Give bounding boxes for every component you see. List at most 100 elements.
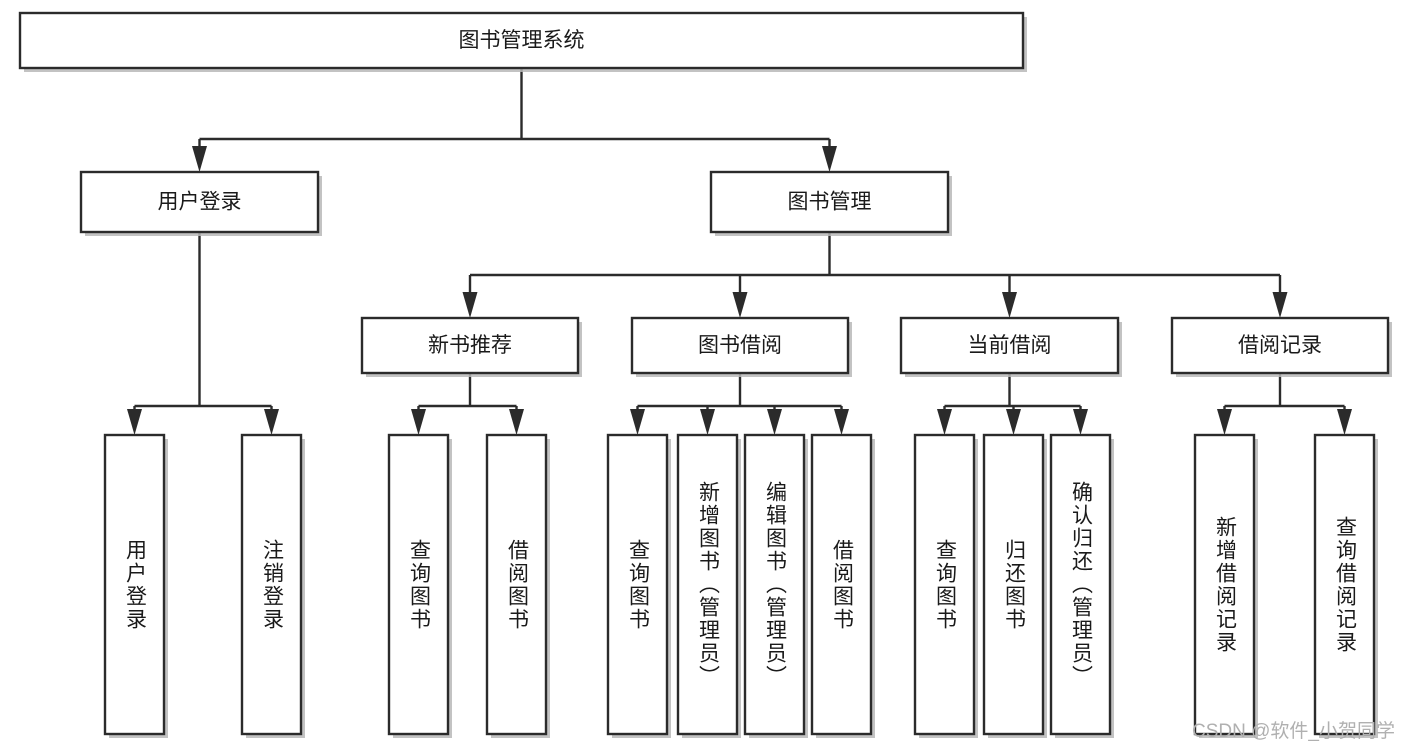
arrow-head-icon	[1337, 409, 1352, 435]
node-leaf-query-book-b[interactable]	[606, 433, 671, 738]
node-leaf-return-book[interactable]	[982, 433, 1047, 738]
node-label: 查询图书	[626, 538, 650, 631]
node-box[interactable]	[240, 433, 303, 736]
node-box[interactable]	[1170, 316, 1390, 375]
edge-group	[411, 373, 524, 435]
node-box[interactable]	[899, 316, 1120, 375]
arrow-head-icon	[1073, 409, 1088, 435]
node-label: 查询图书	[407, 538, 431, 631]
node-leaf-add-book[interactable]	[676, 433, 741, 738]
arrow-head-icon	[1006, 409, 1021, 435]
node-leaf-borrow-book-new[interactable]	[485, 433, 550, 738]
node-box[interactable]	[79, 170, 320, 234]
node-label: 图书管理系统	[459, 29, 585, 52]
node-label: 借阅记录	[1238, 334, 1322, 357]
node-label: 用户登录	[123, 538, 147, 631]
node-label: 用户登录	[158, 191, 242, 214]
node-box[interactable]	[630, 316, 850, 375]
node-label: 当前借阅	[968, 334, 1052, 357]
node-root[interactable]: 图书管理系统	[18, 11, 1027, 72]
node-box[interactable]	[360, 316, 580, 375]
node-leaf-user-login[interactable]	[103, 433, 168, 738]
arrow-head-icon	[264, 409, 279, 435]
node-label-vertical-wrap: 编辑图书（管理员）	[745, 435, 804, 734]
node-label: 编辑图书（管理员）	[763, 481, 787, 688]
arrow-head-icon	[1217, 409, 1232, 435]
node-label-vertical-wrap: 借阅图书	[812, 435, 871, 734]
node-newbook[interactable]: 新书推荐	[360, 316, 582, 377]
node-leaf-query-book-c[interactable]	[913, 433, 978, 738]
node-bookmgmt[interactable]: 图书管理	[709, 170, 952, 236]
arrow-head-icon	[834, 409, 849, 435]
node-borrow[interactable]: 图书借阅	[630, 316, 852, 377]
node-box[interactable]	[606, 433, 669, 736]
node-label: 借阅图书	[505, 538, 529, 631]
node-box[interactable]	[810, 433, 873, 736]
node-box[interactable]	[709, 170, 950, 234]
node-box[interactable]	[743, 433, 806, 736]
node-label: 图书借阅	[698, 334, 782, 357]
node-leaf-borrow-book-b[interactable]	[810, 433, 875, 738]
arrow-head-icon	[127, 409, 142, 435]
node-leaf-logout[interactable]	[240, 433, 305, 738]
edge-group	[630, 373, 849, 435]
edges-layer	[127, 68, 1352, 435]
node-login[interactable]: 用户登录	[79, 170, 322, 236]
node-box[interactable]	[485, 433, 548, 736]
node-label: 借阅图书	[830, 538, 854, 631]
node-label-vertical-wrap: 新增借阅记录	[1195, 435, 1254, 734]
node-box[interactable]	[1313, 433, 1376, 736]
node-box[interactable]	[387, 433, 450, 736]
arrow-head-icon	[732, 292, 748, 318]
node-records[interactable]: 借阅记录	[1170, 316, 1392, 377]
edge-group	[462, 232, 1288, 318]
arrow-head-icon	[937, 409, 952, 435]
arrow-head-icon	[509, 409, 524, 435]
edge-group	[937, 373, 1088, 435]
node-box[interactable]	[982, 433, 1045, 736]
node-box[interactable]	[1193, 433, 1256, 736]
node-label: 图书管理	[788, 191, 872, 214]
node-label-vertical-wrap: 查询图书	[915, 435, 974, 734]
node-box[interactable]	[676, 433, 739, 736]
arrow-head-icon	[1002, 292, 1017, 318]
node-label-vertical-wrap: 查询借阅记录	[1315, 435, 1374, 734]
arrow-head-icon	[630, 409, 645, 435]
node-box[interactable]	[103, 433, 166, 736]
node-label: 归还图书	[1002, 538, 1026, 631]
node-leaf-query-book-new[interactable]	[387, 433, 452, 738]
node-label-vertical-wrap: 注销登录	[242, 435, 301, 734]
node-label: 新书推荐	[428, 334, 512, 357]
node-box[interactable]	[1049, 433, 1112, 736]
node-label-vertical-wrap: 确认归还（管理员）	[1051, 435, 1110, 734]
arrow-head-icon	[822, 146, 837, 172]
arrow-head-icon	[767, 409, 782, 435]
node-label: 确认归还（管理员）	[1069, 481, 1093, 688]
arrow-head-icon	[411, 409, 426, 435]
node-label-vertical-wrap: 借阅图书	[487, 435, 546, 734]
node-leaf-edit-book[interactable]	[743, 433, 808, 738]
node-leaf-query-record[interactable]	[1313, 433, 1378, 738]
node-leaf-add-record[interactable]	[1193, 433, 1258, 738]
arrow-head-icon	[462, 292, 478, 318]
edge-group	[1217, 373, 1352, 435]
node-leaf-confirm-return[interactable]	[1049, 433, 1114, 738]
node-current[interactable]: 当前借阅	[899, 316, 1122, 377]
arrow-head-icon	[1272, 292, 1288, 318]
node-label-vertical-wrap: 查询图书	[389, 435, 448, 734]
node-box[interactable]	[913, 433, 976, 736]
arrow-head-icon	[700, 409, 715, 435]
node-label: 新增借阅记录	[1213, 515, 1237, 654]
node-label-vertical-wrap: 用户登录	[105, 435, 164, 734]
node-label-vertical-wrap: 归还图书	[984, 435, 1043, 734]
node-label-vertical-wrap: 查询图书	[608, 435, 667, 734]
arrow-head-icon	[192, 146, 207, 172]
node-label: 注销登录	[260, 538, 284, 631]
node-box[interactable]	[18, 11, 1025, 70]
edge-group	[127, 232, 279, 435]
node-label: 查询借阅记录	[1333, 515, 1357, 654]
watermark-text: CSDN @软件_小贺同学	[1192, 721, 1395, 742]
node-label: 查询图书	[933, 538, 957, 631]
node-label-vertical-wrap: 新增图书（管理员）	[678, 435, 737, 734]
